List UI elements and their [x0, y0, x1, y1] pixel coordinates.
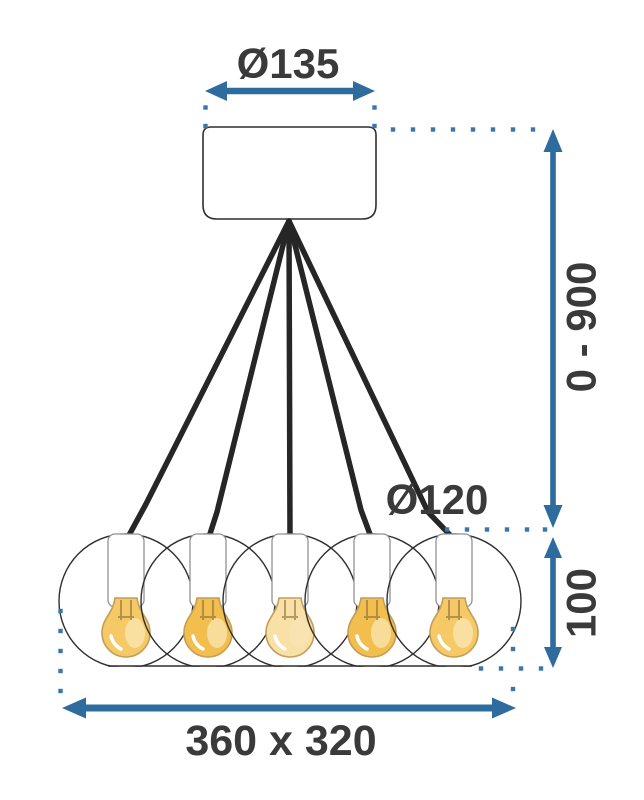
- dotted-line-globe-top: [444, 527, 548, 532]
- glass-globe: [140, 533, 276, 669]
- bulb-filament: [118, 600, 134, 620]
- cable: [125, 218, 292, 540]
- dotted-line-left-vertical: [58, 608, 63, 694]
- bulb-filament: [446, 600, 462, 620]
- bulb-socket: [271, 533, 309, 608]
- dimension-globe-diameter: Ø120: [386, 476, 489, 523]
- bulb-filament: [364, 600, 380, 620]
- dimension-canopy-width: Ø135: [205, 40, 375, 101]
- glass-globe: [58, 533, 194, 669]
- horizontal-double-arrow: [205, 81, 375, 101]
- glass-globe: [386, 533, 522, 669]
- bulb-socket: [353, 533, 391, 608]
- vertical-double-arrow: [544, 537, 562, 668]
- bulb-filament: [200, 600, 216, 620]
- light-bulb: [347, 597, 397, 658]
- height-range-label: 0 - 900: [558, 262, 605, 393]
- dimension-suspension-height: 0 - 900: [543, 129, 605, 528]
- bulb-socket: [189, 533, 227, 608]
- bulb-socket: [107, 533, 145, 608]
- dotted-extension-lines: [58, 105, 548, 694]
- suspension-cables: [125, 218, 454, 540]
- globe-height-label: 100: [558, 568, 605, 638]
- dotted-line-globe-bottom: [478, 666, 544, 671]
- ceiling-canopy: [202, 126, 377, 220]
- cable: [286, 218, 293, 540]
- vertical-double-arrow: [543, 129, 563, 528]
- glass-globe: [304, 533, 440, 669]
- bulb-filament: [282, 600, 298, 620]
- dimension-overall-size: 360 x 320: [62, 697, 516, 765]
- horizontal-double-arrow: [62, 697, 516, 719]
- glass-globes: [58, 533, 522, 669]
- dotted-line-canopy-top: [390, 127, 536, 132]
- bulb-socket: [435, 533, 473, 608]
- light-bulb: [429, 597, 479, 658]
- light-bulb: [265, 597, 315, 658]
- cable: [286, 218, 454, 539]
- light-bulb: [101, 597, 151, 658]
- dotted-line-right-vertical: [510, 626, 516, 692]
- cable: [286, 218, 374, 540]
- dimension-globe-height: 100: [544, 537, 605, 668]
- ext-dots-canopy-width: [203, 105, 377, 129]
- globe-bottom-edge: [100, 665, 472, 674]
- glass-globe: [222, 533, 358, 669]
- canopy-diameter-label: Ø135: [237, 40, 340, 87]
- overall-size-label: 360 x 320: [185, 717, 376, 765]
- cable: [206, 218, 292, 540]
- globe-diameter-label: Ø120: [386, 476, 489, 523]
- light-bulb: [183, 597, 233, 658]
